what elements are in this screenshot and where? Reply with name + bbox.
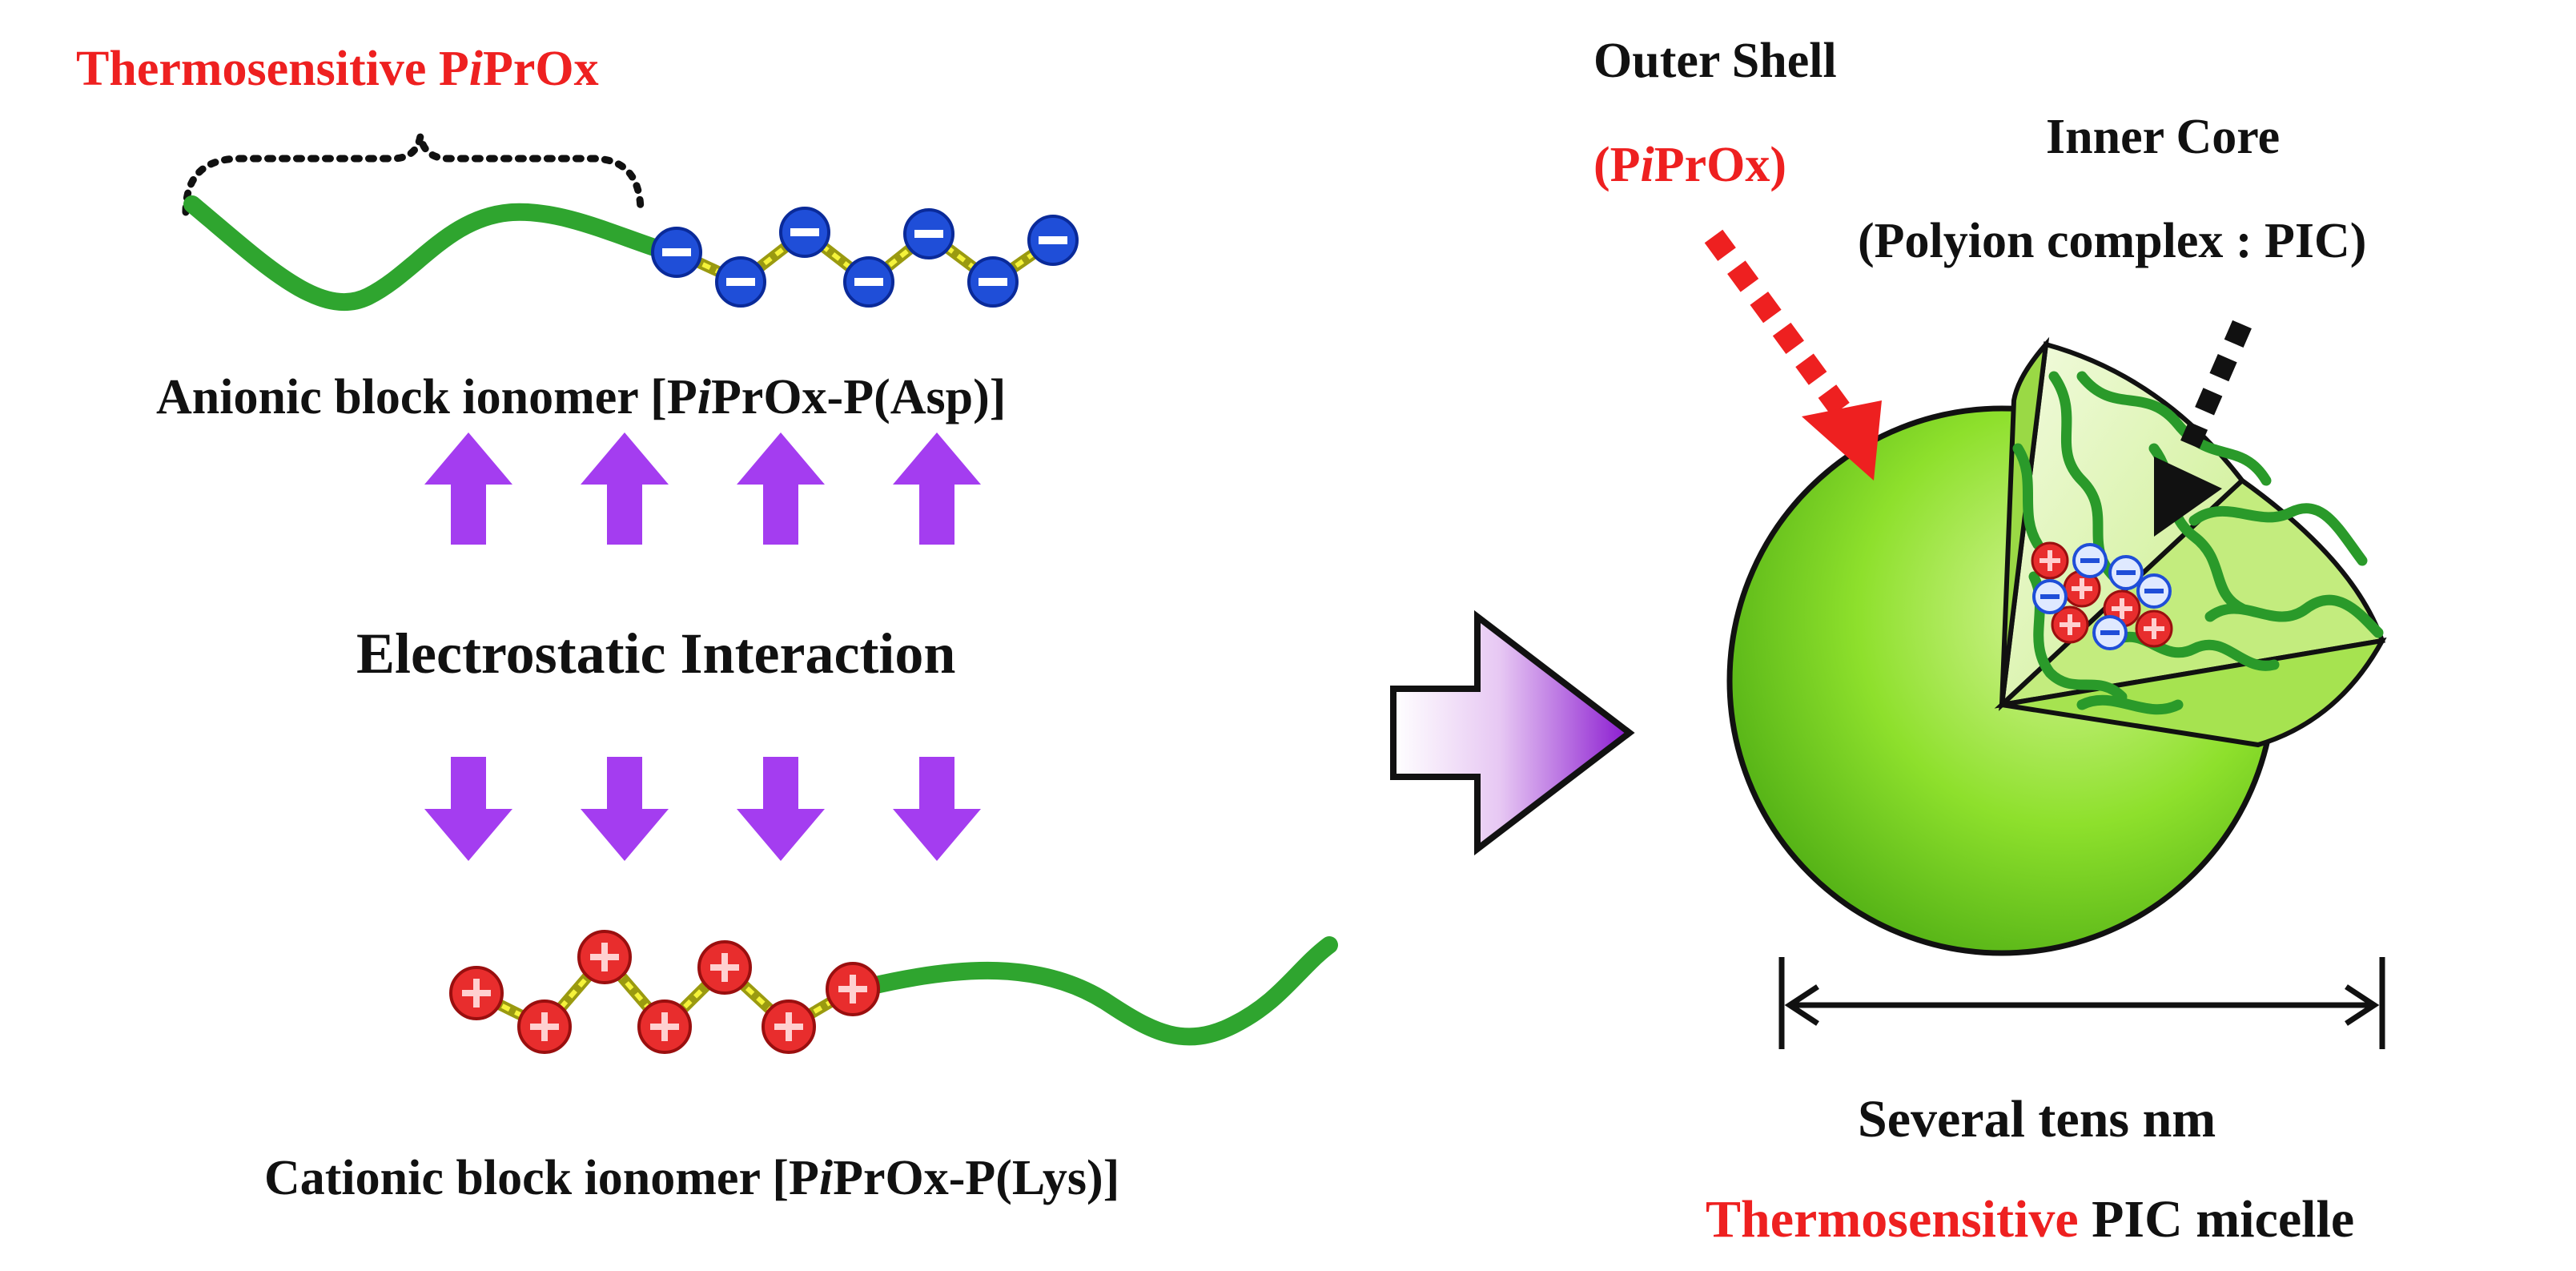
label-part-italic: i xyxy=(697,370,711,424)
big-process-arrow xyxy=(1390,609,1635,856)
anionic-ionomer-label: Anionic block ionomer [PiPrOx-P(Asp)] xyxy=(156,372,1006,422)
plus-circle-icon xyxy=(449,966,504,1020)
plus-circle-icon xyxy=(697,940,752,995)
arrow-down-icon xyxy=(737,757,825,861)
arrow-down-icon xyxy=(893,757,981,861)
arrow-up-icon xyxy=(737,432,825,545)
outer-shell-pointer-head xyxy=(1802,400,1882,481)
pic-micelle-label: Thermosensitive PIC micelle xyxy=(1706,1193,2354,1246)
arrow-down-icon xyxy=(424,757,512,861)
arrow-up-icon xyxy=(893,432,981,545)
label-part: Cationic block ionomer [P xyxy=(264,1151,819,1205)
plus-circle-icon xyxy=(577,930,632,984)
plus-circle-icon xyxy=(826,962,880,1016)
outer-shell-sublabel: (PiPrOx) xyxy=(1593,140,1786,190)
label-part: PrOx xyxy=(483,42,599,96)
plus-circle-icon xyxy=(2031,541,2069,580)
label-part-italic: i xyxy=(1640,138,1654,192)
pic-core-cluster xyxy=(2031,541,2173,650)
electrostatic-arrows xyxy=(424,432,981,861)
label-part: PrOx) xyxy=(1654,138,1787,192)
arrow-up-icon xyxy=(424,432,512,545)
size-scale-bar xyxy=(1778,957,2385,1049)
label-part: Thermosensitive xyxy=(1706,1190,2079,1249)
minus-circle-icon xyxy=(903,208,954,259)
size-scale-label: Several tens nm xyxy=(1858,1090,2216,1148)
outer-shell-label: Outer Shell xyxy=(1593,34,1837,88)
label-part: (P xyxy=(1593,138,1641,192)
minus-circle-icon xyxy=(2136,573,2172,609)
inner-core-pointer-head xyxy=(2154,457,2222,537)
minus-circle-icon xyxy=(1027,215,1079,266)
minus-circle-icon xyxy=(2092,615,2128,650)
minus-circle-icon xyxy=(651,227,702,278)
cation-beads xyxy=(449,930,880,1054)
minus-circle-icon xyxy=(967,256,1019,308)
outer-shell-pointer-line xyxy=(1704,229,1855,424)
minus-circle-icon xyxy=(2108,555,2144,590)
plus-circle-icon xyxy=(637,1000,692,1054)
label-part: PrOx-P(Asp)] xyxy=(710,370,1007,424)
arrow-down-icon xyxy=(581,757,669,861)
inner-core-label: Inner Core xyxy=(2046,110,2281,164)
inner-core-sublabel: (Polyion complex : PIC) xyxy=(1858,214,2367,268)
label-part: PrOx-P(Lys)] xyxy=(833,1151,1120,1205)
minus-circle-icon xyxy=(2072,543,2108,578)
label-part: Anionic block ionomer [P xyxy=(156,370,697,424)
label-part-italic: i xyxy=(468,42,483,96)
minus-circle-icon xyxy=(779,207,830,258)
cationic-piprox-chain xyxy=(860,936,1338,1046)
plus-circle-icon xyxy=(762,1000,816,1054)
label-part-italic: i xyxy=(818,1151,834,1205)
arrow-up-icon xyxy=(581,432,669,545)
plus-circle-icon xyxy=(2051,605,2089,644)
plus-circle-icon xyxy=(2135,609,2173,648)
cationic-ionomer-label: Cationic block ionomer [PiPrOx-P(Lys)] xyxy=(264,1153,1119,1203)
inner-core-pointer-line xyxy=(2180,320,2252,449)
label-part: PIC micelle xyxy=(2078,1190,2355,1249)
label-part: Thermosensitive P xyxy=(76,42,469,96)
minus-circle-icon xyxy=(715,256,766,308)
micelle-cutaway-floor xyxy=(2001,638,2387,748)
micelle-cutaway-left xyxy=(1999,336,2050,706)
thermosensitive-piprox-label: Thermosensitive PiPrOx xyxy=(76,44,599,94)
minus-circle-icon xyxy=(2032,579,2068,614)
plus-circle-icon xyxy=(517,1000,572,1054)
anionic-piprox-chain xyxy=(183,195,665,312)
anion-beads xyxy=(651,207,1079,308)
minus-circle-icon xyxy=(843,256,894,308)
electrostatic-interaction-label: Electrostatic Interaction xyxy=(356,621,956,686)
brace-dotted xyxy=(182,135,645,216)
